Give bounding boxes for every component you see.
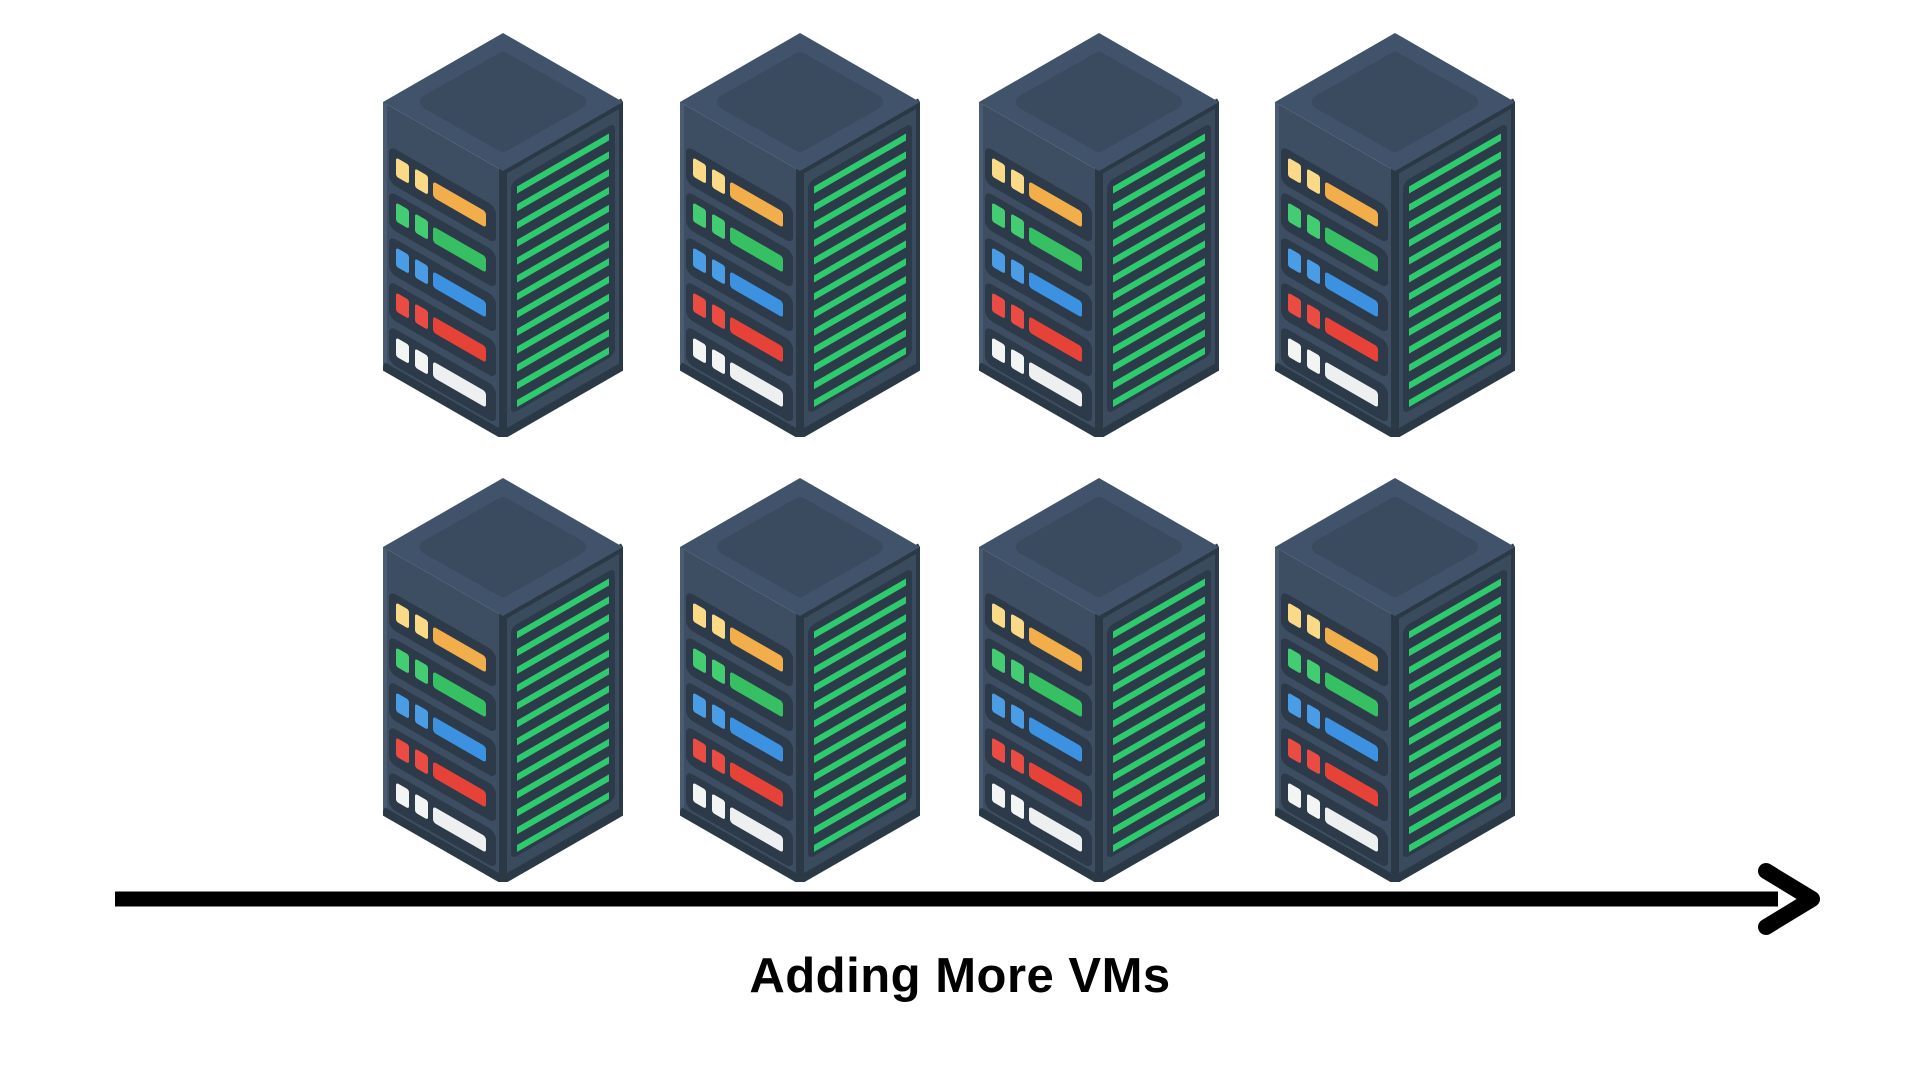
growth-arrow [115,863,1820,935]
server-icon-row2-col2 [680,478,920,880]
server-grid [383,33,1515,880]
server-icon-row2-col4 [1275,478,1515,880]
server-icon-row1-col1 [383,33,623,435]
server-icon-row1-col3 [979,33,1219,435]
server-icon-row2-col1 [383,478,623,880]
arrow-head-icon [1758,863,1820,935]
caption-text: Adding More VMs [749,949,1171,1003]
server-icon-row1-col4 [1275,33,1515,435]
server-icon-row1-col2 [680,33,920,435]
server-icon-row2-col3 [979,478,1219,880]
